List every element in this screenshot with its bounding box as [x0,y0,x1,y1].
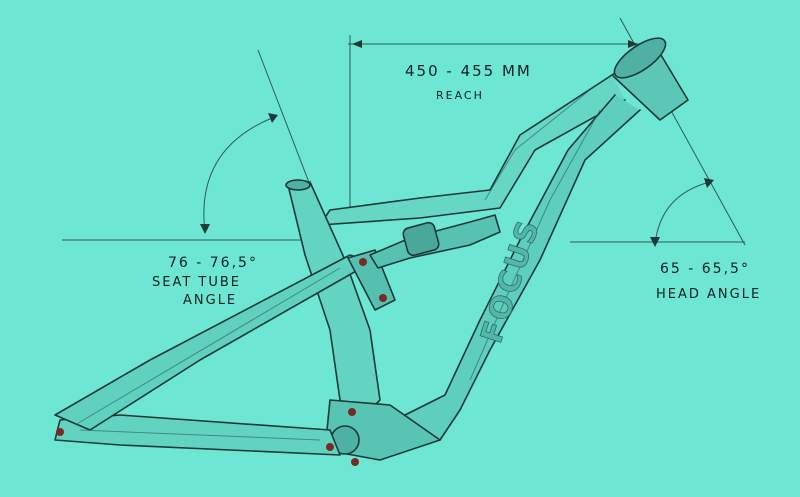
head-angle-label: HEAD ANGLE [656,287,762,302]
seat-tube-top [285,179,311,191]
frame-shading [74,89,601,441]
seat-angle-arc [203,117,273,233]
chain-stay-shade [79,429,321,441]
reach-label: REACH [436,89,484,102]
arrow-heads [200,40,714,247]
head-tube-top [613,37,667,79]
link-pivot-bolt [379,294,387,302]
reach-arrow-left [352,40,362,48]
main-pivot-bolt-upper [348,408,356,416]
down-tube-shade [469,109,601,381]
seat-tube-angle-value: 76 - 76,5° [168,255,258,271]
reach-value: 450 - 455 MM [405,62,532,80]
head-angle-arc [654,181,711,246]
seat-tube-angle-label-line1: SEAT TUBE [152,275,242,290]
seat-stay-shade [74,267,341,426]
seat-tube-angle-label-line2: ANGLE [183,293,238,308]
pivot-bolts [56,258,387,466]
shock-reservoir [402,221,440,257]
top-tube-shade [484,89,591,201]
seat-arc-arrow-top [268,113,278,123]
head-angle-value: 65 - 65,5° [660,261,750,277]
reach-arrow-right [628,40,638,48]
main-pivot-bolt-left [326,443,334,451]
dropout-bolt [56,428,64,436]
main-pivot-bolt-lower [351,458,359,466]
frame-outline [54,37,689,461]
seat-arc-arrow-bottom [200,224,210,234]
head-arc-arrow-bottom [650,237,660,247]
seatstay-pivot-bolt [359,258,367,266]
head-arc-arrow-top [704,178,714,188]
